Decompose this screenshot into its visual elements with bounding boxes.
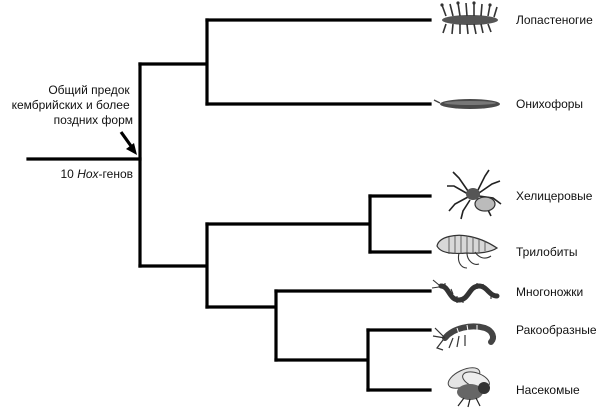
tree-branches [26, 18, 432, 392]
ancestor-label-line-2: кембрийских и более [12, 98, 130, 112]
taxon-label-chelicerata: Хелицеровые [516, 189, 593, 203]
centipede-icon [431, 279, 500, 303]
mandibulate-clade [205, 289, 278, 362]
taxon-label-lobopods: Лопастеногие [516, 13, 593, 27]
taxon-label-onychophora: Онихофоры [516, 97, 583, 111]
taxon-label-trilobita: Трилобиты [516, 245, 578, 259]
spider-icon [447, 169, 502, 220]
lobopod-onychophoran-clade [138, 18, 209, 106]
taxon-labels: Лопастеногие Онихофоры Хелицеровые Трило… [516, 13, 597, 397]
lobopodian-icon [440, 1, 498, 35]
pancrustacean-clade [274, 328, 370, 392]
shrimp-icon [432, 323, 496, 351]
ancestor-label-line-1: Общий предок [48, 83, 130, 97]
euarthropod-clade [138, 222, 209, 309]
ancestor-label: Общий предок кембрийских и более поздних… [12, 83, 133, 127]
taxon-label-myriapoda: Многоножки [516, 285, 583, 299]
hox-gene-count: 10 Hox-генов [61, 167, 134, 181]
taxon-label-insecta: Насекомые [516, 383, 580, 397]
hox-italic: Hox [77, 167, 99, 181]
chelicerate-trilobite-clade [205, 194, 372, 254]
ancestor-arrow-icon [119, 131, 137, 155]
taxon-label-crustacea: Ракообразные [516, 323, 597, 337]
velvet-worm-icon [433, 99, 500, 109]
fly-icon [447, 367, 490, 408]
ancestor-label-line-3: поздних форм [54, 113, 133, 127]
ancestor-annotation: Общий предок кембрийских и более поздних… [12, 83, 137, 181]
trilobite-icon [436, 234, 499, 269]
